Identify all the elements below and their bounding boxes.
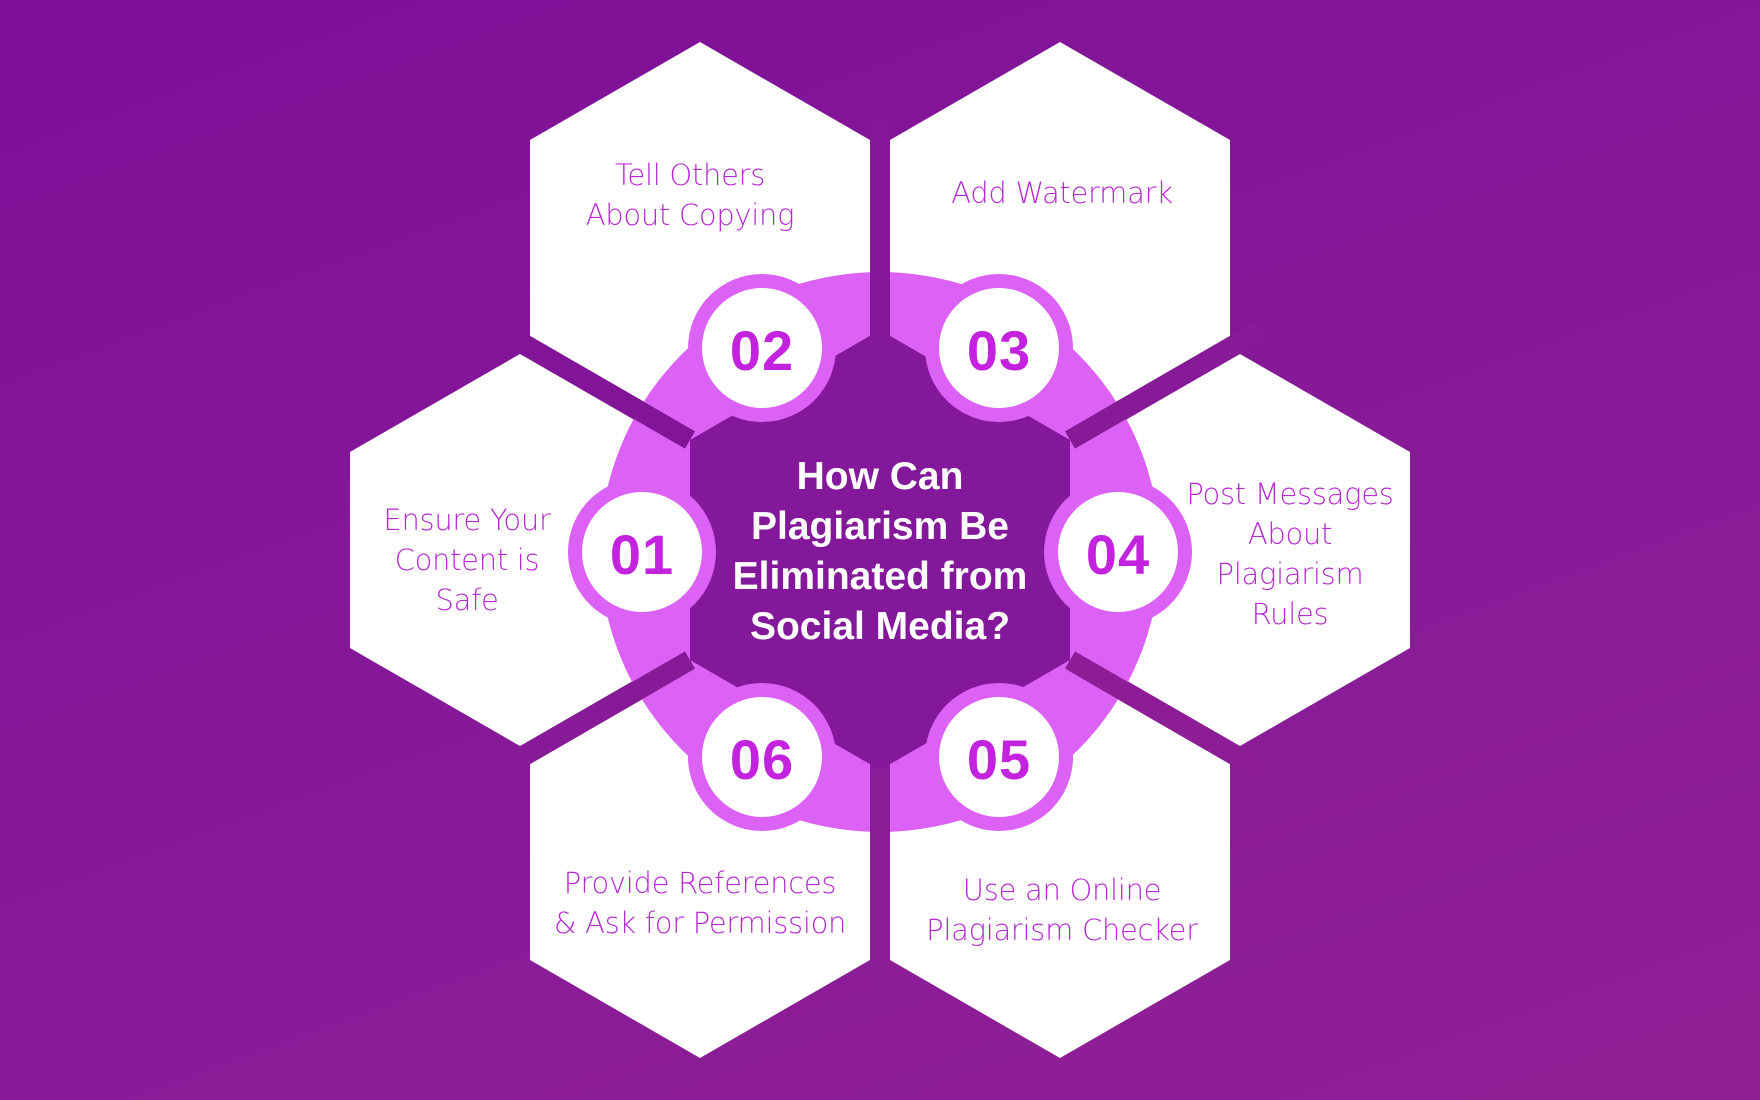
hex-tile-01 <box>350 354 690 746</box>
step-number-05: 05 <box>966 727 1032 791</box>
step-label-04: Post Messages About Plagiarism Rules <box>1170 474 1410 634</box>
label-line: Content is <box>394 543 540 577</box>
step-label-03: Add Watermark <box>912 173 1212 213</box>
step-label-01: Ensure Your Content is Safe <box>347 500 587 620</box>
label-line: Safe <box>435 583 499 617</box>
label-line: About Copying <box>585 198 795 232</box>
label-line: Rules <box>1251 597 1329 631</box>
label-line: Use an Online <box>962 873 1162 907</box>
diagram-title: How Can Plagiarism Be Eliminated from So… <box>700 452 1060 652</box>
step-number-04: 04 <box>1085 522 1151 586</box>
step-label-02: Tell Others About Copying <box>540 155 840 235</box>
title-line: Eliminated from <box>732 555 1028 598</box>
title-line: How Can <box>796 455 964 498</box>
label-line: Ensure Your <box>383 503 551 537</box>
step-number-03: 03 <box>966 318 1032 382</box>
step-label-06: Provide References & Ask for Permission <box>535 863 865 943</box>
step-number-02: 02 <box>729 318 795 382</box>
label-line: Tell Others <box>614 158 766 192</box>
step-label-05: Use an Online Plagiarism Checker <box>897 870 1227 950</box>
label-line: Post Messages <box>1186 477 1394 511</box>
label-line: Plagiarism <box>1216 557 1364 591</box>
hex-tile-04 <box>1070 354 1410 746</box>
number-badges <box>568 274 1192 831</box>
label-line: & Ask for Permission <box>553 906 847 940</box>
label-line: Plagiarism Checker <box>926 913 1198 947</box>
step-number-01: 01 <box>609 522 675 586</box>
label-line: About <box>1247 517 1333 551</box>
tile-gaps <box>494 120 1266 980</box>
title-line: Plagiarism Be <box>751 505 1009 548</box>
step-number-06: 06 <box>729 727 795 791</box>
center-hexagon <box>690 330 1070 770</box>
title-line: Social Media? <box>749 605 1011 648</box>
label-line: Add Watermark <box>951 176 1173 210</box>
label-line: Provide References <box>563 866 837 900</box>
